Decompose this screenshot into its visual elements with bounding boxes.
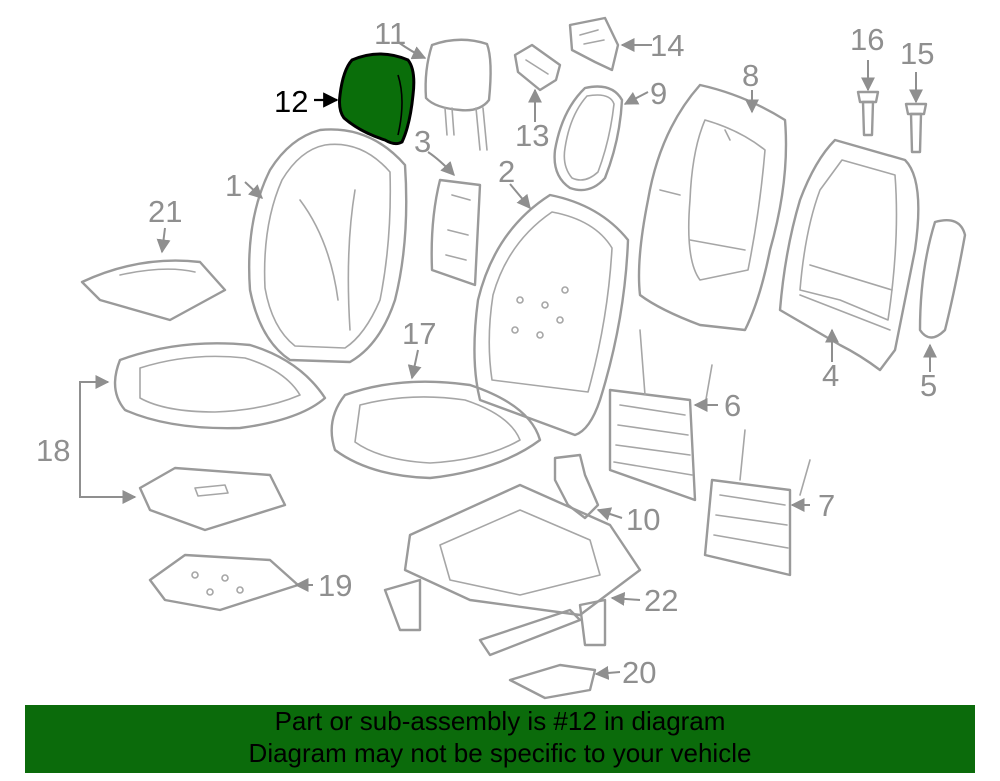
callout-12: 12	[274, 84, 308, 119]
callout-5: 5	[920, 368, 937, 403]
callout-20: 20	[622, 655, 656, 690]
leader-lines	[79, 38, 937, 680]
part-15-bolt	[904, 102, 928, 154]
part-22-track	[383, 483, 642, 657]
part-21-trim	[80, 259, 227, 322]
part-18-cushion-pan	[138, 466, 287, 532]
callout-9: 9	[650, 76, 667, 111]
callout-18: 18	[36, 433, 70, 468]
banner-line-1: Part or sub-assembly is #12 in diagram	[274, 706, 726, 736]
callout-3: 3	[414, 124, 431, 159]
part-16-bolt	[856, 90, 880, 137]
part-2-back-cover	[473, 193, 630, 437]
part-8-back-panel	[637, 83, 788, 332]
callout-15: 15	[900, 36, 934, 71]
callout-21: 21	[148, 194, 182, 229]
part-10-lumbar	[553, 453, 600, 520]
callout-22: 22	[644, 583, 678, 618]
callout-8: 8	[742, 58, 759, 93]
callout-4: 4	[822, 358, 839, 393]
callout-13: 13	[515, 118, 549, 153]
part-12-headrest-cover[interactable]	[338, 52, 416, 146]
callout-14: 14	[650, 28, 684, 63]
part-11-headrest	[424, 38, 492, 151]
callout-11: 11	[374, 16, 406, 51]
info-banner: Part or sub-assembly is #12 in diagram D…	[25, 705, 975, 773]
part-17-cushion-pad	[330, 380, 542, 480]
part-18-cushion-cover	[113, 342, 327, 430]
callout-2: 2	[498, 154, 515, 189]
part-4-frame	[778, 138, 920, 372]
seat-parts-diagram: 12 11 14 13 9 8 16 15 3 1 2 21 17 4 5 6 …	[36, 16, 967, 700]
callout-labels: 12 11 14 13 9 8 16 15 3 1 2 21 17 4 5 6 …	[36, 16, 937, 690]
banner-line-2: Diagram may not be specific to your vehi…	[248, 738, 752, 768]
part-14-bracket	[568, 16, 620, 72]
part-3-pad	[430, 178, 482, 287]
part-7-spring-mat	[703, 429, 811, 577]
callout-16: 16	[850, 22, 884, 57]
callout-17: 17	[402, 316, 436, 351]
callout-19: 19	[318, 568, 352, 603]
part-6-spring-mat	[608, 329, 713, 502]
callout-1: 1	[225, 168, 242, 203]
part-1-back-cover	[247, 128, 408, 364]
callout-7: 7	[818, 488, 835, 523]
part-20-cover	[508, 663, 597, 700]
callout-10: 10	[626, 502, 660, 537]
part-9-pad	[553, 85, 624, 192]
part-5-side-trim	[918, 218, 967, 339]
part-13-clip	[513, 43, 562, 92]
callout-6: 6	[724, 388, 741, 423]
part-19-plate	[148, 553, 300, 612]
